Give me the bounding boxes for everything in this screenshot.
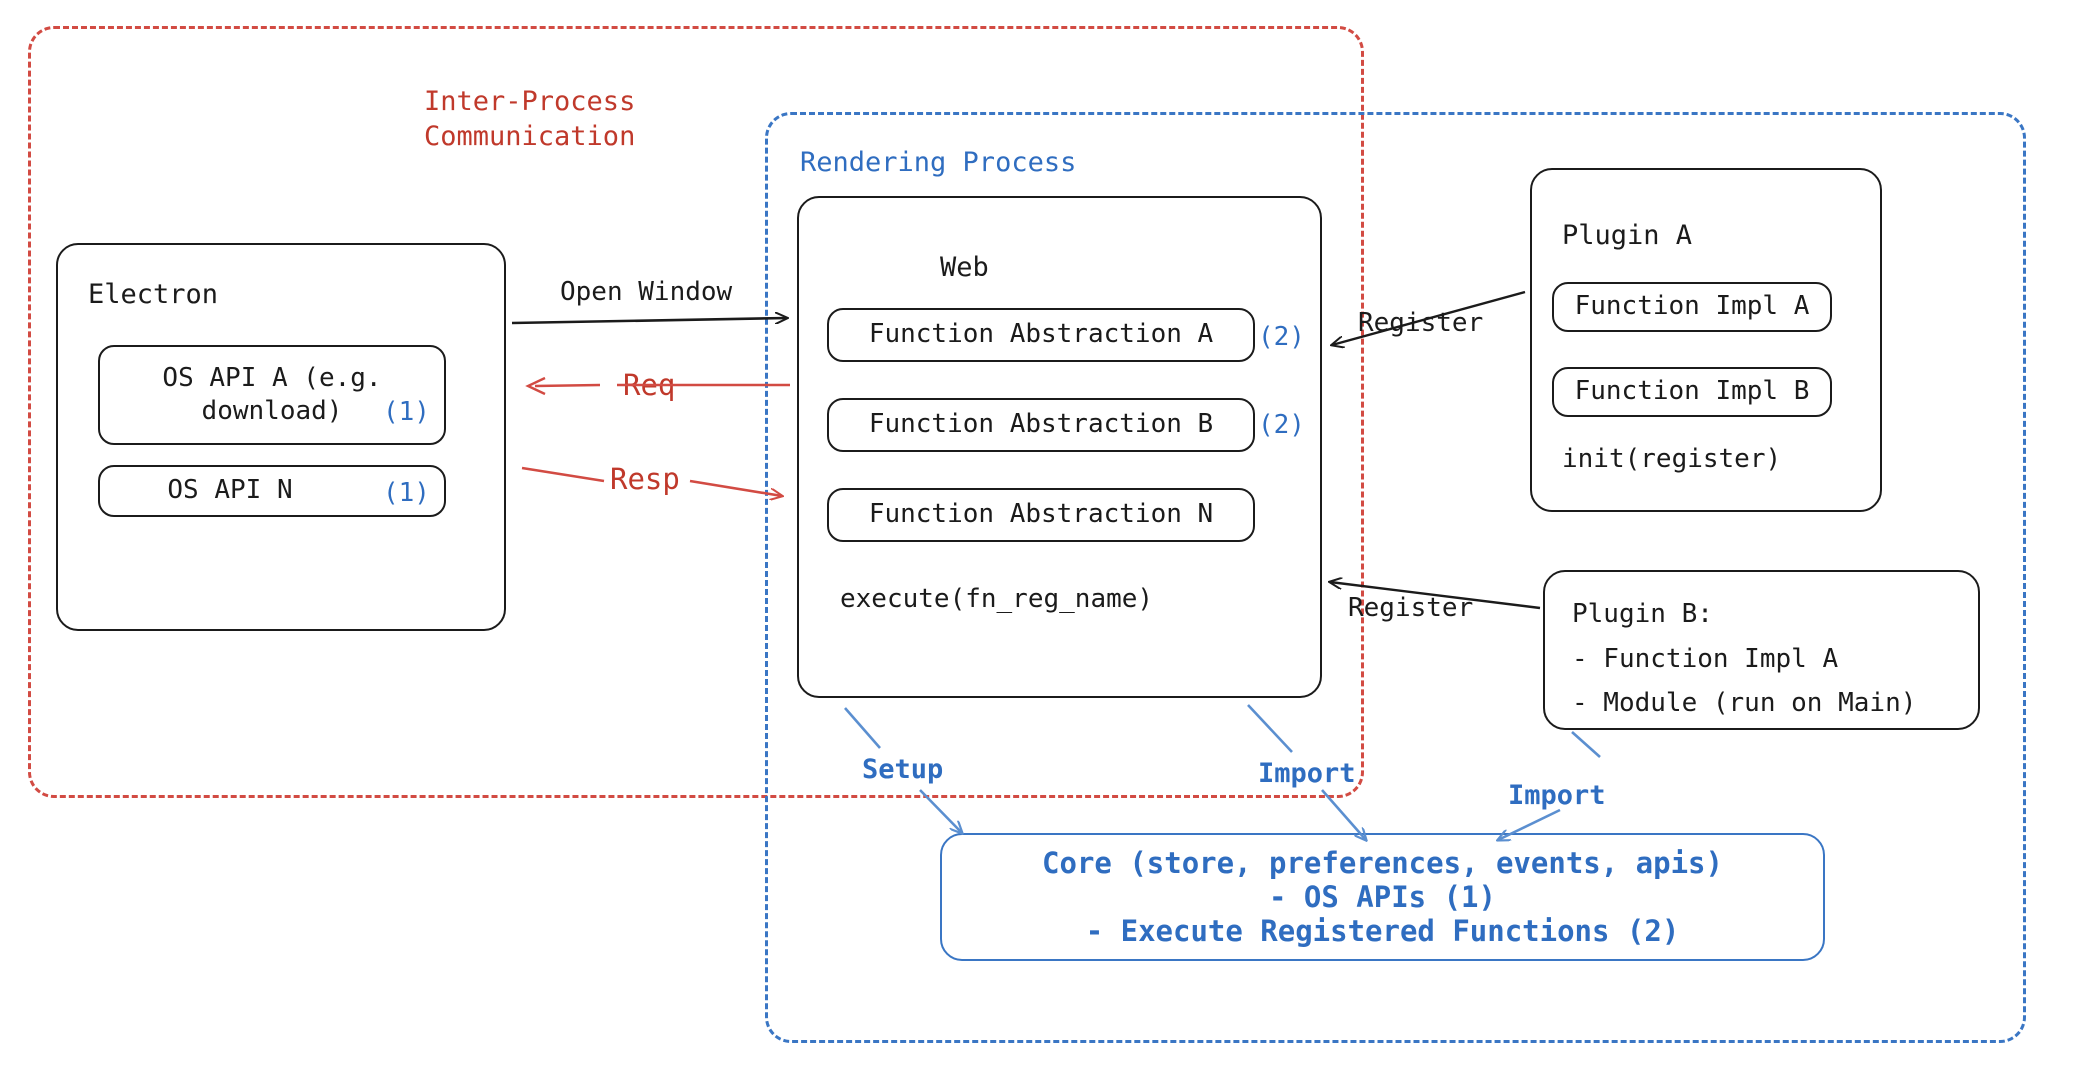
register-plugin-a-label: Register <box>1358 308 1484 338</box>
plugin-b-box <box>1543 570 1980 730</box>
rendering-process-label: Rendering Process <box>800 147 1077 178</box>
os-api-n-tag: (1) <box>383 478 430 508</box>
import-web-label: Import <box>1258 758 1356 789</box>
plugin-a-title: Plugin A <box>1562 220 1693 251</box>
electron-title: Electron <box>88 279 219 310</box>
os-api-n-label: OS API N <box>167 475 293 506</box>
os-api-a-box[interactable]: OS API A (e.g. download) <box>98 345 446 445</box>
setup-label: Setup <box>862 754 944 785</box>
function-abstraction-n-box[interactable]: Function Abstraction N <box>827 488 1255 542</box>
core-line-0: Core (store, preferences, events, apis) <box>1042 846 1723 880</box>
web-execute-label: execute(fn_reg_name) <box>840 584 1154 614</box>
core-box: Core (store, preferences, events, apis) … <box>940 833 1825 961</box>
plugin-b-item-0: - Function Impl A <box>1572 644 1839 674</box>
web-title: Web <box>940 252 989 283</box>
function-abstraction-a-box[interactable]: Function Abstraction A <box>827 308 1255 362</box>
ipc-boundary <box>28 26 1364 798</box>
function-abstraction-b-label: Function Abstraction B <box>868 409 1214 440</box>
register-plugin-b-label: Register <box>1348 593 1474 623</box>
os-api-a-label: OS API A (e.g. download) <box>162 362 382 426</box>
function-impl-a-box[interactable]: Function Impl A <box>1552 282 1832 332</box>
plugin-b-item-1: - Module (run on Main) <box>1572 688 1917 718</box>
function-abstraction-a-label: Function Abstraction A <box>868 319 1214 350</box>
plugin-a-init-label: init(register) <box>1562 444 1782 474</box>
os-api-n-box[interactable]: OS API N <box>98 465 446 517</box>
function-impl-a-label: Function Impl A <box>1574 291 1810 322</box>
core-line-1: - OS APIs (1) <box>1269 880 1496 914</box>
function-abstraction-a-tag: (2) <box>1258 322 1305 352</box>
plugin-b-title: Plugin B: <box>1572 599 1713 629</box>
open-window-label: Open Window <box>560 277 733 307</box>
function-abstraction-b-tag: (2) <box>1258 410 1305 440</box>
core-line-2: - Execute Registered Functions (2) <box>1085 914 1680 948</box>
function-abstraction-n-label: Function Abstraction N <box>868 499 1214 530</box>
plugin-a-box <box>1530 168 1882 512</box>
function-impl-b-label: Function Impl B <box>1574 376 1810 407</box>
import-plugin-label: Import <box>1508 780 1606 811</box>
rendering-process-boundary <box>765 112 2026 1043</box>
req-label: Req <box>623 368 676 402</box>
function-abstraction-b-box[interactable]: Function Abstraction B <box>827 398 1255 452</box>
ipc-label: Inter-Process Communication <box>424 86 636 153</box>
os-api-a-tag: (1) <box>383 397 430 427</box>
function-impl-b-box[interactable]: Function Impl B <box>1552 367 1832 417</box>
resp-label: Resp <box>610 462 680 496</box>
